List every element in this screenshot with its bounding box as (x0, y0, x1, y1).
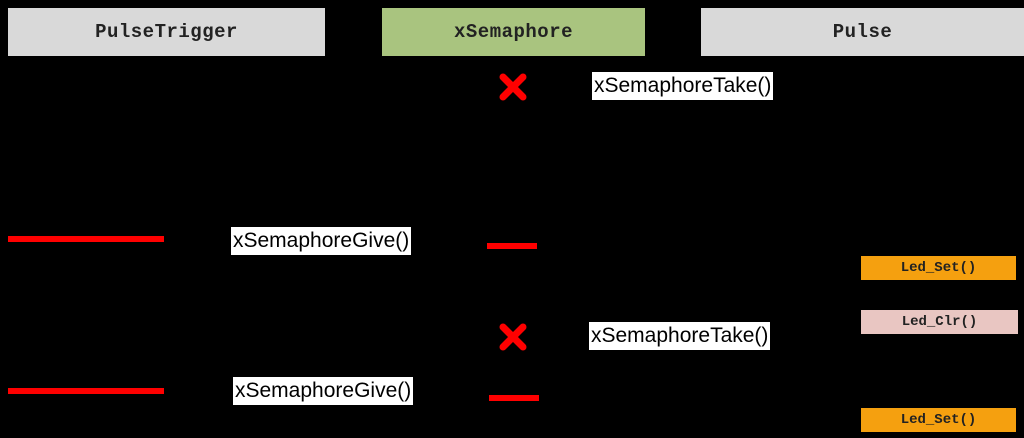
lane-header-semaphore: xSemaphore (382, 8, 645, 56)
lane-label-semaphore: xSemaphore (453, 21, 574, 43)
led-clr-label-1: Led_Clr() (901, 314, 978, 330)
semaphore-give-call-2: xSemaphoreGive() (233, 377, 414, 405)
blocked-x-icon-2 (499, 323, 527, 351)
led-set-label-1: Led_Set() (900, 260, 977, 276)
pulse-trigger-signal-2 (8, 388, 164, 394)
led-set-box-1: Led_Set() (861, 256, 1016, 280)
led-set-label-2: Led_Set() (900, 412, 977, 428)
semaphore-available-token-1 (487, 243, 537, 249)
lane-label-pulse: Pulse (832, 21, 893, 43)
semaphore-take-call-1: xSemaphoreTake() (592, 72, 774, 100)
pulse-trigger-signal-1 (8, 236, 164, 242)
semaphore-give-call-1: xSemaphoreGive() (231, 227, 412, 255)
led-clr-box-1: Led_Clr() (861, 310, 1018, 334)
led-set-box-2: Led_Set() (861, 408, 1016, 432)
lane-header-pulse: Pulse (701, 8, 1024, 56)
lane-header-pulse-trigger: PulseTrigger (8, 8, 325, 56)
semaphore-available-token-2 (489, 395, 539, 401)
blocked-x-icon (499, 73, 527, 101)
semaphore-take-call-2: xSemaphoreTake() (589, 322, 771, 350)
lane-label-pulse-trigger: PulseTrigger (95, 21, 238, 43)
